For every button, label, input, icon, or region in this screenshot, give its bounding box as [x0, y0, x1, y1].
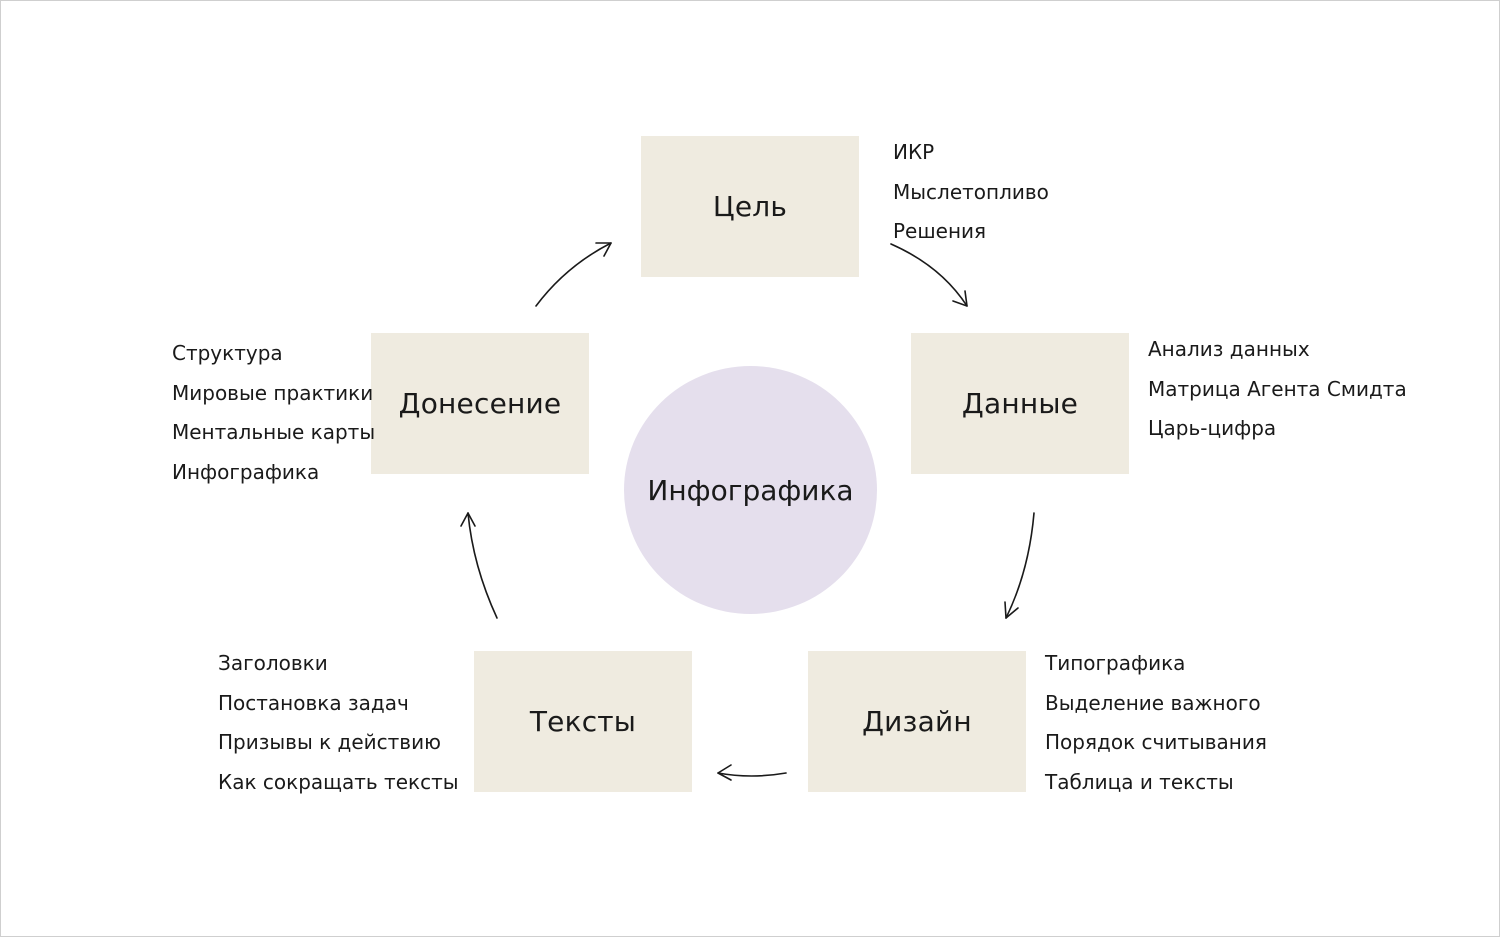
- list-item: Решения: [893, 219, 987, 243]
- arrow-texts-to-delivery-head: [460, 512, 476, 527]
- arrow-texts-to-delivery: [467, 512, 498, 619]
- list-item: Выделение важного: [1045, 690, 1261, 715]
- node-data-label: Данные: [961, 387, 1079, 420]
- arrow-data-to-design-head: [1004, 601, 1019, 619]
- center-label: Инфографика: [647, 473, 854, 507]
- list-item: Заголовки: [218, 651, 328, 675]
- node-texts-label: Тексты: [529, 705, 637, 738]
- list-item: Матрица Агента Смидта: [1148, 376, 1407, 401]
- list-item: Царь-цифра: [1148, 416, 1277, 440]
- arrow-design-to-texts: [717, 772, 787, 777]
- arrow-data-to-design: [1005, 512, 1035, 619]
- list-data: Анализ данных Матрица Агента Смидта Царь…: [1148, 330, 1407, 449]
- list-item: Инфографика: [172, 459, 320, 484]
- list-goal: ИКР Мыслетопливо Решения: [893, 133, 1049, 252]
- center-circle: Инфографика: [624, 366, 877, 614]
- list-item: Структура: [172, 341, 283, 365]
- node-data: Данные: [911, 333, 1129, 474]
- node-texts: Тексты: [474, 651, 692, 792]
- list-item: Анализ данных: [1148, 337, 1310, 361]
- list-item: Постановка задач: [218, 690, 409, 715]
- list-item: Порядок считывания: [1045, 730, 1267, 754]
- list-design: Типографика Выделение важного Порядок сч…: [1045, 644, 1267, 802]
- list-item: Призывы к действию: [218, 730, 441, 754]
- arrow-design-to-texts-head: [717, 764, 732, 781]
- list-item: Мыслетопливо: [893, 179, 1049, 204]
- arrow-goal-to-data: [890, 243, 968, 307]
- node-delivery: Донесение: [371, 333, 589, 474]
- arrow-delivery-to-goal-head: [595, 242, 612, 257]
- node-delivery-label: Донесение: [398, 387, 562, 420]
- list-item: Таблица и тексты: [1045, 769, 1234, 794]
- list-item: ИКР: [893, 140, 935, 164]
- arrow-goal-to-data-head: [952, 290, 968, 307]
- arrow-delivery-to-goal: [535, 242, 612, 307]
- node-design: Дизайн: [808, 651, 1026, 792]
- list-texts: Заголовки Постановка задач Призывы к дей…: [218, 644, 459, 802]
- node-design-label: Дизайн: [862, 705, 972, 738]
- list-item: Типографика: [1045, 651, 1186, 675]
- node-goal-label: Цель: [712, 190, 788, 223]
- list-item: Ментальные карты: [172, 420, 376, 444]
- list-item: Мировые практики: [172, 380, 374, 405]
- list-item: Как сокращать тексты: [218, 769, 459, 794]
- node-goal: Цель: [641, 136, 859, 277]
- list-delivery: Структура Мировые практики Ментальные ка…: [172, 334, 375, 492]
